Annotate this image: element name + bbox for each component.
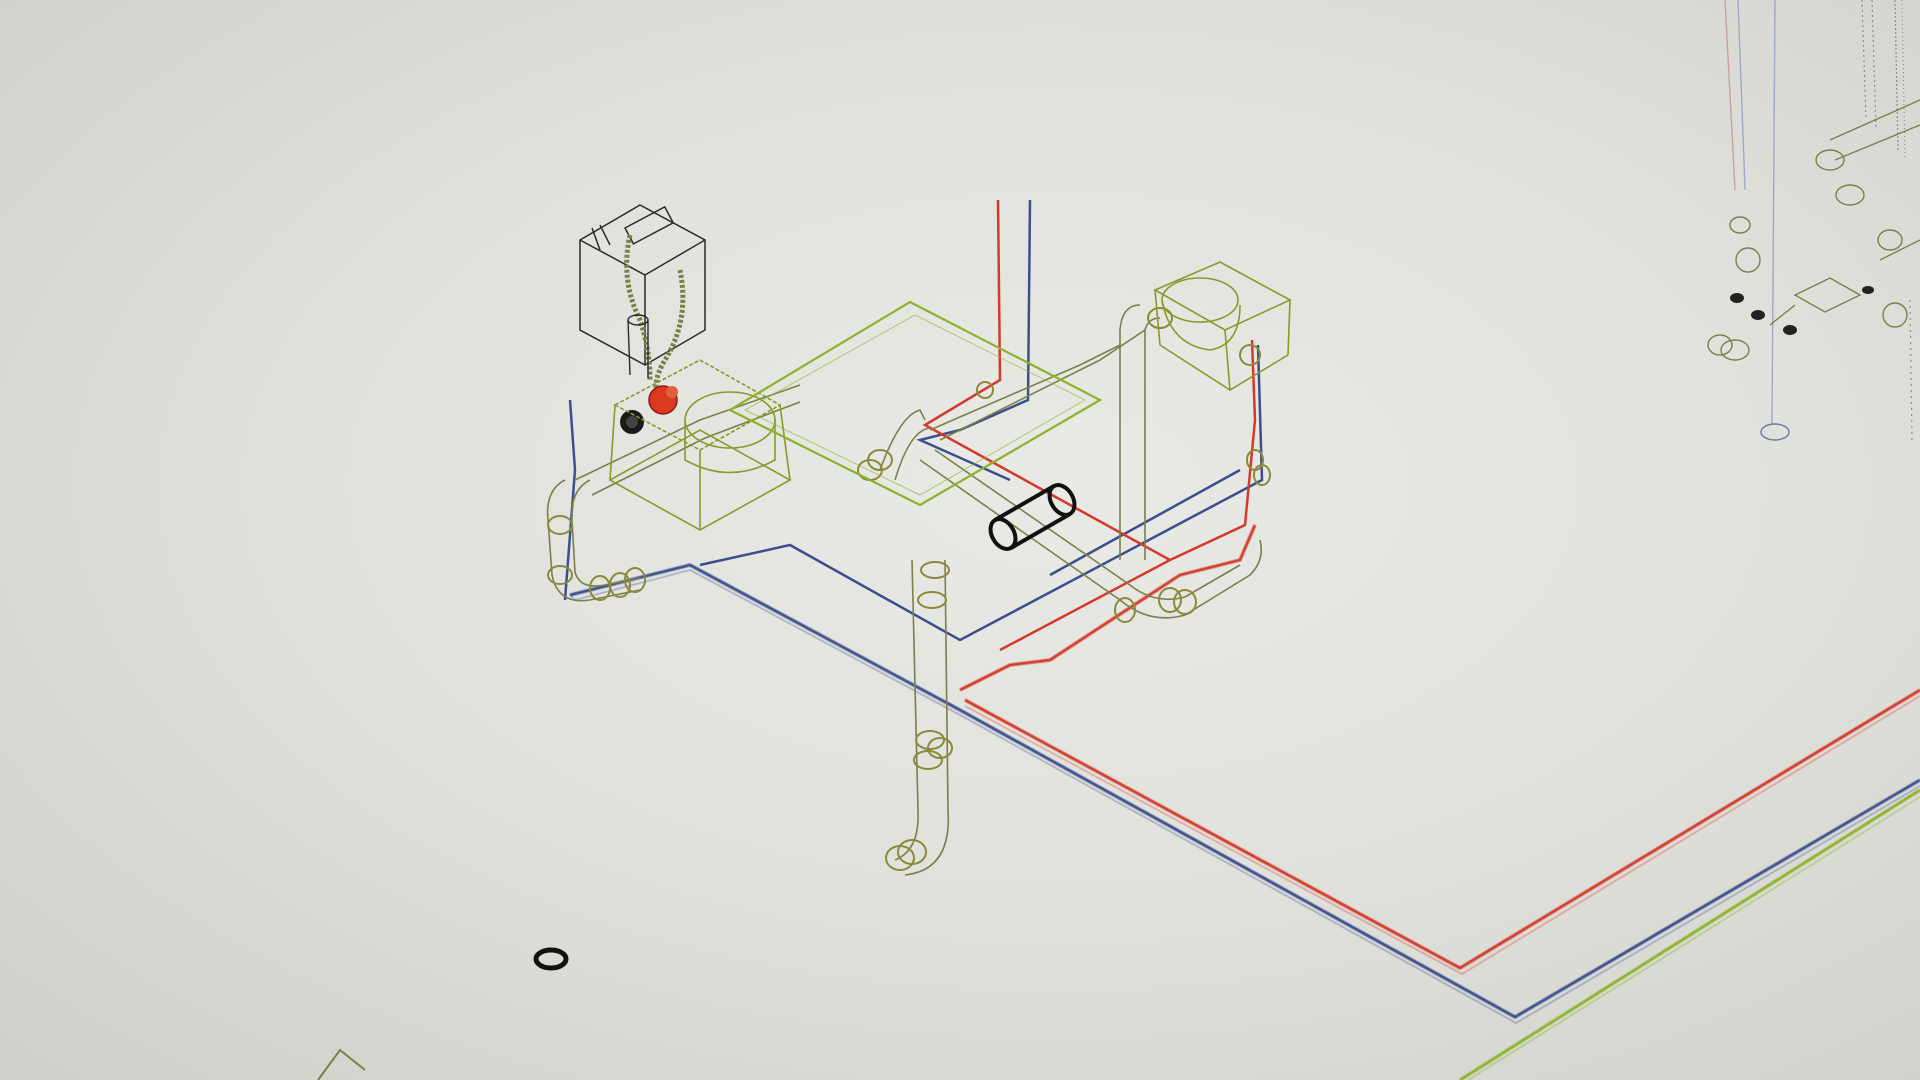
pipe-sleeve-cylinder-icon xyxy=(988,483,1077,551)
fine-print-annotations xyxy=(1861,0,1913,441)
partial-triangle-mark xyxy=(317,1048,366,1080)
cold-water-main-line xyxy=(569,563,1920,1024)
cistern-standpipe xyxy=(627,314,649,378)
basin-left-icon xyxy=(608,359,792,531)
green-drain-line xyxy=(1459,788,1920,1080)
hot-water-main-line xyxy=(959,524,1920,975)
adjacent-black-rings xyxy=(1730,286,1874,335)
adjacent-schematic-right xyxy=(1707,0,1920,441)
hot-water-branches xyxy=(922,199,1257,652)
valve-red-icon xyxy=(648,385,678,415)
ring-marker-icon xyxy=(533,947,569,971)
cistern-flex-hoses xyxy=(624,234,686,402)
valve-black-icon xyxy=(620,410,644,434)
shower-tray-icon xyxy=(727,300,1103,507)
pipe-couplings xyxy=(547,307,1271,871)
cold-water-branches xyxy=(563,199,1264,642)
basin-right-icon xyxy=(1153,261,1292,391)
flush-cistern-icon xyxy=(579,204,706,366)
